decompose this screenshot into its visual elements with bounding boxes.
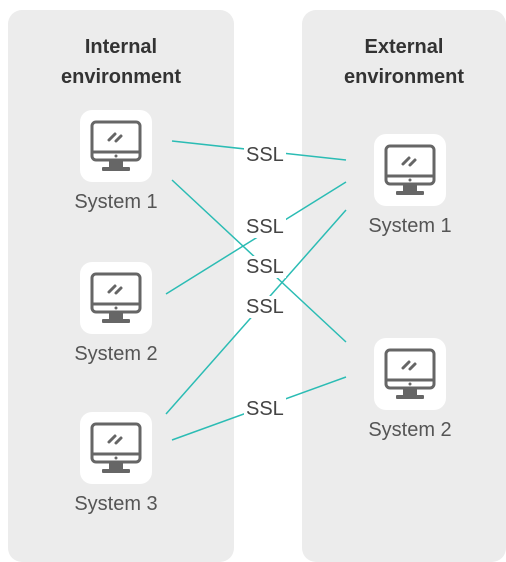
computer-monitor-icon [90,422,142,473]
computer-tile [374,338,446,410]
computer-tile [80,110,152,182]
computer-tile [80,262,152,334]
computer-monitor-icon [384,348,436,399]
system-label: System 2 [74,343,158,365]
computer-monitor-icon [90,272,142,323]
computer-monitor-icon [90,120,142,171]
ssl-label: SSL [244,144,286,166]
system-label: System 1 [368,215,452,237]
internal-title-line1: Internal [84,36,158,58]
external-title-line1: External [364,36,444,58]
external-title-line2: environment [343,66,465,88]
ssl-label: SSL [244,216,286,238]
internal-system-3: System 3 [61,412,171,516]
external-environment-panel: External environment [302,10,506,562]
internal-system-2: System 2 [61,262,171,366]
system-label: System 2 [368,419,452,441]
external-system-2: System 2 [355,338,465,442]
system-label: System 1 [74,191,158,213]
ssl-label: SSL [244,398,286,420]
ssl-label: SSL [244,296,286,318]
internal-system-1: System 1 [61,110,171,214]
system-label: System 3 [74,493,158,515]
computer-tile [374,134,446,206]
internal-title-line2: environment [60,66,182,88]
ssl-label: SSL [244,256,286,278]
computer-monitor-icon [384,144,436,195]
external-system-1: System 1 [355,134,465,238]
connection-line [165,181,347,295]
computer-tile [80,412,152,484]
